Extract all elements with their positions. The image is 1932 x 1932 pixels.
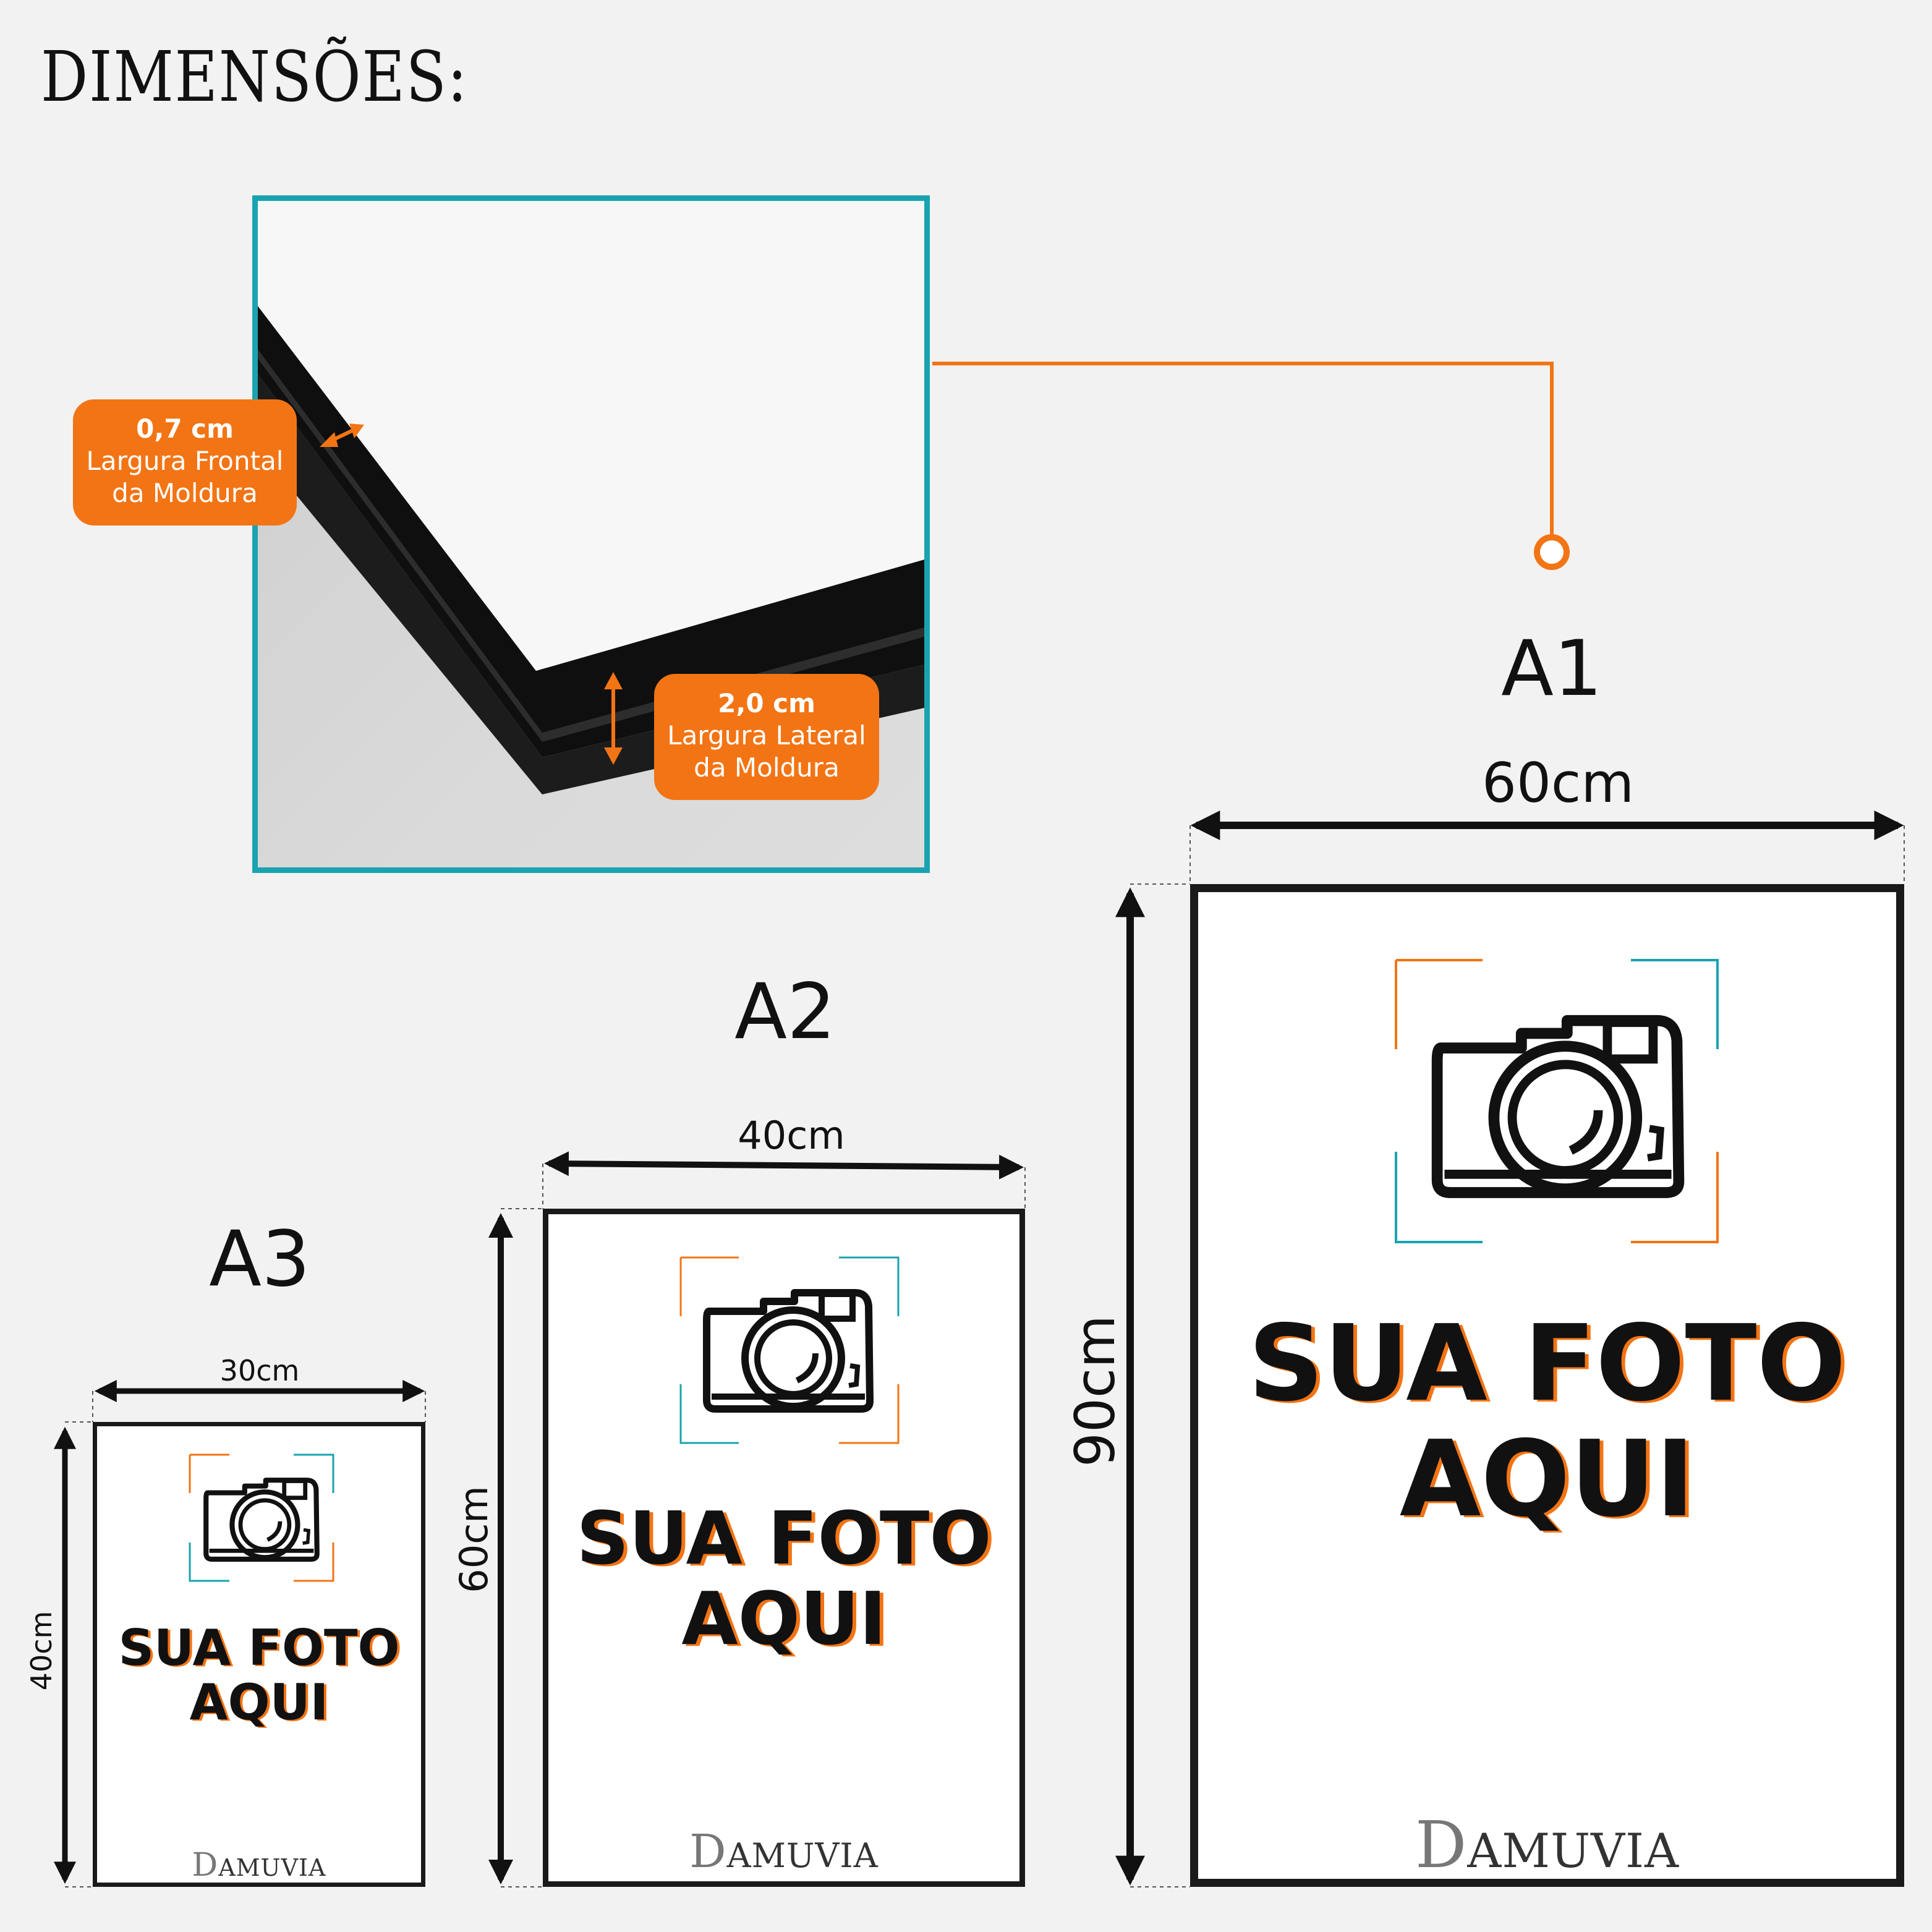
- a3-brand-rest: AMUVIA: [218, 1854, 326, 1881]
- a3-height-label: 40cm: [25, 1611, 58, 1691]
- connector-ring-icon: [932, 362, 1570, 570]
- a1-width-label: 60cm: [1481, 751, 1635, 815]
- a2-photo-placeholder: SUA FOTO AQUI: [548, 1496, 1019, 1661]
- a1-brand-initial: D: [1415, 1807, 1468, 1883]
- camera-icon: [189, 1453, 334, 1582]
- lateral-width-callout: 2,0 cm Largura Lateral da Moldura: [654, 674, 879, 800]
- frontal-width-arrow-icon: [320, 423, 364, 447]
- a3-placeholder-line1: SUA FOTO: [118, 1619, 400, 1677]
- a3-frame: SUA FOTO AQUI DAMUVIA: [93, 1422, 425, 1887]
- a2-height-label: 60cm: [451, 1486, 496, 1593]
- a2-size-name: A2: [734, 968, 836, 1057]
- a1-placeholder-line1: SUA FOTO: [1248, 1303, 1847, 1425]
- a3-brand-logo: DAMUVIA: [97, 1847, 421, 1884]
- a3-width-label: 30cm: [219, 1354, 300, 1387]
- frontal-width-label-2: da Moldura: [112, 478, 258, 508]
- a3-width-arrow-icon: [92, 1380, 426, 1422]
- lateral-width-value: 2,0 cm: [718, 688, 815, 718]
- frontal-width-callout: 0,7 cm Largura Frontal da Moldura: [73, 399, 297, 526]
- a2-placeholder-line1: SUA FOTO: [576, 1496, 992, 1581]
- a1-size-name: A1: [1501, 624, 1602, 713]
- a3-photo-placeholder: SUA FOTO AQUI: [97, 1621, 421, 1730]
- a1-frame: SUA FOTO AQUI DAMUVIA: [1190, 884, 1904, 1887]
- lateral-width-label-2: da Moldura: [694, 752, 840, 783]
- a2-width-arrow-icon: [542, 1151, 1026, 1209]
- frontal-width-label-1: Largura Frontal: [86, 446, 284, 476]
- a2-brand-initial: D: [689, 1825, 727, 1878]
- a1-placeholder-line2: AQUI: [1399, 1418, 1695, 1541]
- a1-brand-logo: DAMUVIA: [1198, 1807, 1896, 1883]
- a2-width-label: 40cm: [738, 1113, 845, 1158]
- page-title: DIMENSÕES:: [41, 37, 469, 117]
- a1-photo-placeholder: SUA FOTO AQUI: [1198, 1306, 1896, 1538]
- a1-height-arrow-icon: [1115, 883, 1190, 1887]
- a2-height-arrow-icon: [488, 1208, 543, 1887]
- a2-brand-rest: AMUVIA: [726, 1836, 879, 1875]
- camera-icon: [679, 1256, 900, 1444]
- a1-brand-rest: AMUVIA: [1467, 1823, 1679, 1878]
- a1-height-label: 90cm: [1063, 1314, 1127, 1468]
- a2-brand-logo: DAMUVIA: [548, 1825, 1019, 1878]
- camera-icon: [1395, 959, 1719, 1243]
- a3-brand-initial: D: [192, 1847, 219, 1884]
- lateral-width-arrow-icon: [604, 672, 623, 765]
- a3-placeholder-line2: AQUI: [189, 1674, 329, 1731]
- a2-placeholder-line2: AQUI: [681, 1575, 887, 1661]
- a1-width-arrow-icon: [1189, 811, 1905, 884]
- a3-size-name: A3: [209, 1215, 310, 1304]
- lateral-width-label-1: Largura Lateral: [667, 720, 866, 751]
- a2-frame: SUA FOTO AQUI DAMUVIA: [543, 1209, 1025, 1887]
- a3-height-arrow-icon: [54, 1421, 93, 1887]
- frontal-width-value: 0,7 cm: [136, 414, 234, 444]
